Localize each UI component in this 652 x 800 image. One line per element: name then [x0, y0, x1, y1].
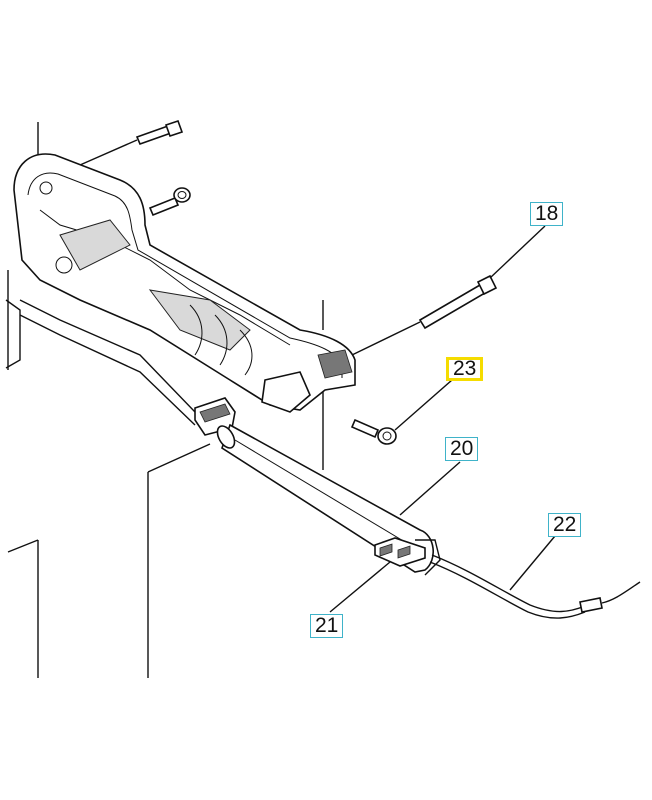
callout-21[interactable]: 21 — [310, 614, 344, 638]
tube-part-20 — [216, 423, 434, 573]
callout-22[interactable]: 22 — [548, 513, 582, 537]
callout-23[interactable]: 23 — [446, 357, 484, 381]
guide-rods — [19, 299, 196, 426]
leader-lines — [329, 225, 561, 613]
handle-housing — [13, 153, 356, 413]
top-screw-long — [79, 119, 184, 166]
screw-part-23 — [350, 418, 397, 445]
pin-part-18 — [351, 274, 498, 356]
top-screw-short — [148, 187, 191, 217]
callout-20[interactable]: 20 — [445, 437, 479, 461]
connector-part-21 — [374, 537, 441, 576]
callout-18[interactable]: 18 — [530, 202, 564, 226]
cable-part-22 — [429, 554, 641, 619]
